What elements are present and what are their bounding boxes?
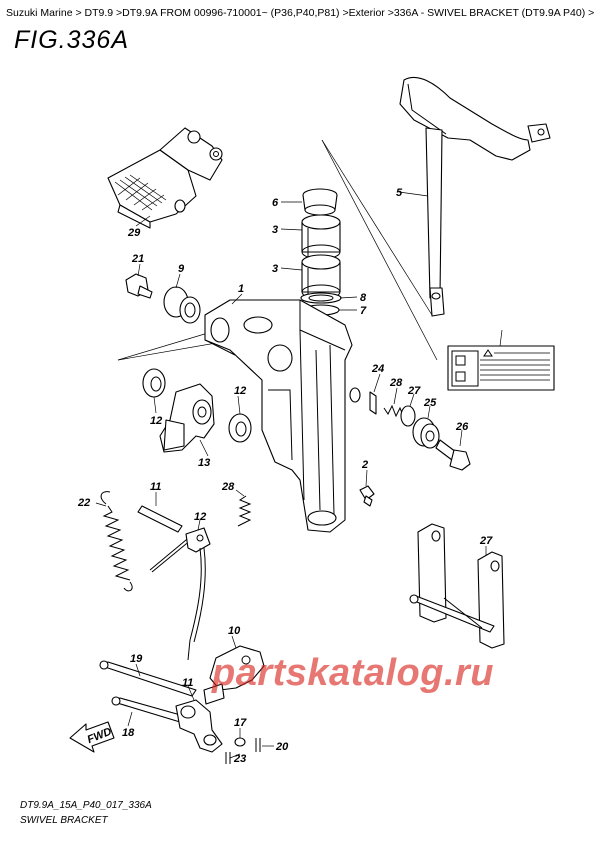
callout-21: 25 — [423, 397, 437, 409]
part-17-pin[interactable] — [255, 738, 261, 752]
callout-15: 18 — [122, 727, 135, 739]
part-12-right-bushing[interactable] — [228, 413, 252, 443]
callout-19: 23 — [233, 753, 246, 765]
callout-labels: 29 21 9 1 6 3 3 5 8 7 12 12 13 24 28 27 … — [77, 187, 493, 765]
callout-13: 13 — [198, 457, 210, 469]
part-23-washer[interactable] — [400, 405, 416, 427]
figure-title: FIG.336A — [14, 26, 129, 54]
callout-27: 28 — [221, 481, 235, 493]
part-29-label[interactable] — [447, 345, 555, 391]
callout-12-left: 12 — [150, 415, 162, 427]
callout-5-upper: 6 — [272, 197, 279, 209]
part-1-swivel-bracket[interactable] — [204, 299, 361, 533]
callout-10: 11 — [150, 481, 161, 493]
callout-4: 5 — [396, 187, 403, 199]
callout-3-upper: 3 — [272, 224, 278, 236]
part-26-bolt[interactable] — [125, 273, 153, 299]
callout-11: 12 — [194, 511, 206, 523]
knurled-grip — [114, 174, 167, 211]
watermark: partskatalog.ru — [212, 652, 495, 694]
part-14-washer[interactable] — [234, 737, 246, 747]
part-8-lever-arm[interactable] — [203, 645, 265, 705]
callout-12-right: 12 — [234, 385, 246, 397]
callout-25: 27 — [479, 535, 493, 547]
callout-24: 28 — [389, 377, 403, 389]
callout-2: 2 — [361, 459, 368, 471]
callout-7: 9 — [178, 263, 185, 275]
part-5-upper-bushing[interactable] — [302, 188, 338, 216]
callout-18: 22 — [77, 497, 90, 509]
part-9-link-bracket[interactable] — [175, 699, 223, 753]
part-6-washer[interactable] — [300, 292, 342, 304]
callout-14: 17 — [234, 717, 247, 729]
part-19-pin[interactable] — [225, 752, 231, 764]
part-2-bolt[interactable] — [359, 485, 375, 507]
part-13-tilt-lever[interactable] — [159, 383, 215, 453]
part-22-bolt[interactable] — [435, 439, 471, 471]
callout-9: 11 — [182, 677, 193, 689]
callout-17: 20 — [275, 741, 289, 753]
part-3-lower-bushing[interactable] — [301, 254, 341, 300]
callout-22: 26 — [455, 421, 469, 433]
callout-1: 1 — [238, 283, 244, 295]
callout-28: 29 — [127, 227, 141, 239]
callout-23: 27 — [407, 385, 421, 397]
callout-5-lower: 7 — [360, 305, 367, 317]
part-10-pin[interactable] — [137, 505, 183, 533]
part-16-shaft[interactable] — [99, 660, 197, 697]
callout-26: 21 — [131, 253, 144, 265]
part-28-steering-bracket[interactable] — [107, 127, 223, 229]
callout-6: 8 — [360, 292, 367, 304]
part-12-left-bushing[interactable] — [142, 368, 166, 398]
part-3-upper-bushing[interactable] — [301, 214, 341, 260]
part-24-spring[interactable] — [383, 404, 405, 419]
part-25-stand[interactable] — [409, 523, 505, 649]
callout-8: 10 — [228, 625, 241, 637]
part-21-knob[interactable] — [412, 417, 440, 449]
breadcrumb[interactable]: Suzuki Marine > DT9.9 >DT9.9A FROM 00996… — [6, 7, 595, 19]
part-4-steering-shaft[interactable] — [399, 76, 551, 317]
drawing-code: DT9.9A_15A_P40_017_336A — [20, 800, 152, 811]
callout-20: 24 — [371, 363, 384, 375]
part-20-pin[interactable] — [369, 391, 377, 415]
part-11-lock-rod[interactable] — [149, 527, 211, 661]
callout-3-lower: 3 — [272, 263, 278, 275]
drawing-name: SWIVEL BRACKET — [20, 815, 108, 826]
fwd-arrow-icon: FWD — [69, 721, 115, 753]
part-27-spring[interactable] — [237, 495, 252, 527]
part-18-spring[interactable] — [100, 491, 133, 592]
callout-leaders — [95, 191, 503, 759]
callout-16: 19 — [130, 653, 143, 665]
part-15-shaft[interactable] — [111, 696, 185, 723]
part-7-bushing[interactable] — [163, 286, 201, 324]
